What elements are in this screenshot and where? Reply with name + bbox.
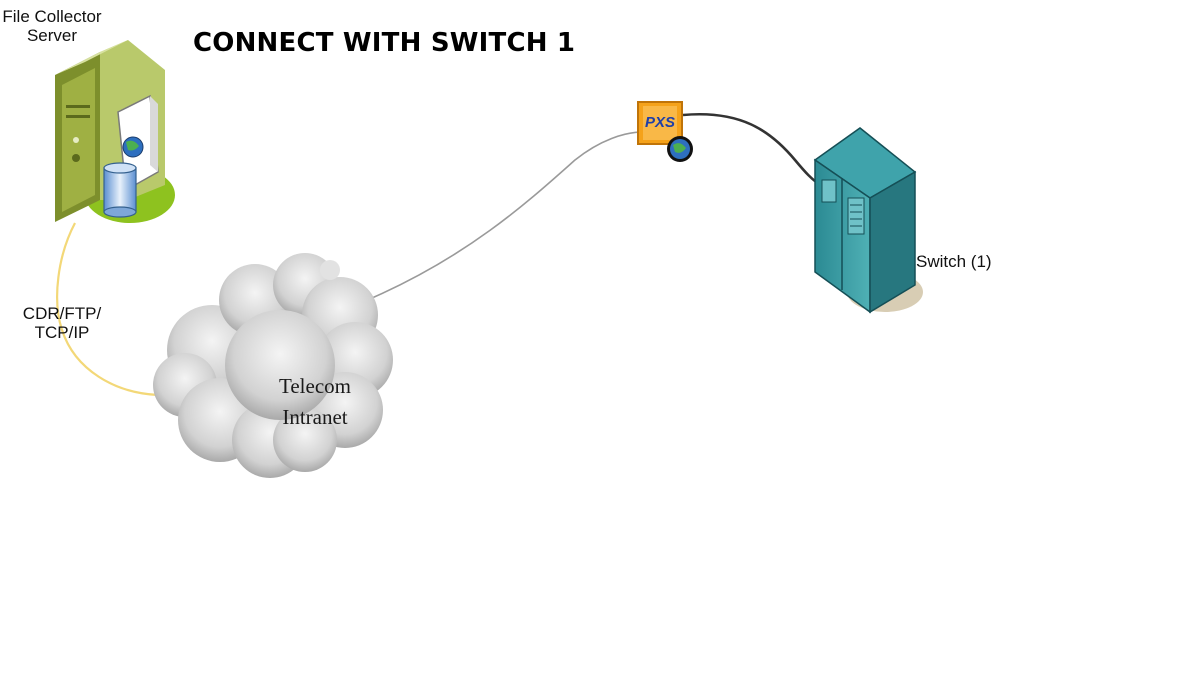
link-protocol-label: CDR/FTP/ TCP/IP [12,304,112,342]
server-label-line2: Server [26,26,78,45]
switch-icon [813,127,923,314]
switch-label: Switch (1) [916,252,992,271]
cloud-icon [153,253,393,478]
pxs-switch-link [682,112,823,188]
server-label-line1: File Collector [2,7,102,26]
pxs-label: PXS [645,114,675,131]
server-cloud-link [56,222,159,397]
cloud-label-line2: Intranet [282,405,348,429]
protocol-label-line1: CDR/FTP/ [22,304,102,323]
cloud-label: Telecom Intranet [250,371,380,433]
cloud-label-line1: Telecom [279,374,351,398]
pxs-label-svg: PXS [645,114,675,131]
server-label: File Collector Server [0,7,104,45]
protocol-label-line2: TCP/IP [34,323,90,342]
cloud-pxs-link [371,131,644,299]
pxs-icon [637,101,693,162]
diagram-title: CONNECT WITH SWITCH 1 [193,28,576,58]
server-icon [55,40,175,223]
